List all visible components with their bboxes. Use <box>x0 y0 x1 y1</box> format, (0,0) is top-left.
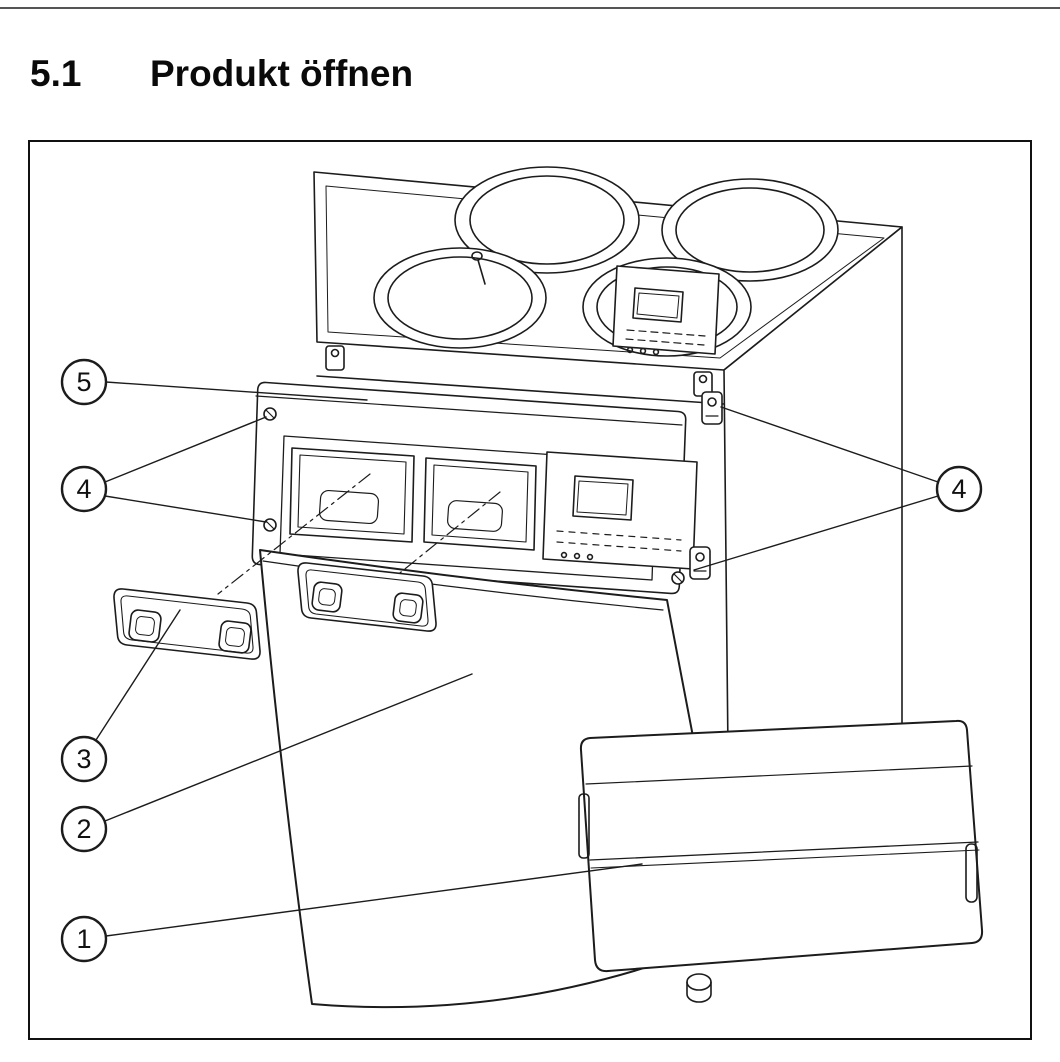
cap-handle-icon <box>392 592 424 624</box>
screw-left-bottom-icon <box>263 518 277 532</box>
section-title: Produkt öffnen <box>150 53 414 94</box>
collar-pin-icon <box>471 251 483 261</box>
callout-4-right-label: 4 <box>951 474 966 504</box>
callout-3: 3 <box>60 735 108 783</box>
hinge-bracket-right-icon <box>693 371 713 397</box>
page-top-rule <box>0 7 1060 9</box>
front-cover-detached <box>578 719 984 973</box>
figure-box: 5 4 3 2 1 <box>28 140 1032 1040</box>
callouts: 5 4 3 2 1 <box>60 358 983 963</box>
callout-3-label: 3 <box>76 744 91 774</box>
callout-4-right: 4 <box>935 465 983 513</box>
callout-5: 5 <box>60 358 108 406</box>
callout-2: 2 <box>60 805 108 853</box>
latch-bracket-right-bottom-icon <box>671 546 711 585</box>
callout-1-label: 1 <box>76 924 91 954</box>
callout-2-label: 2 <box>76 814 91 844</box>
callout-4-left-label: 4 <box>76 474 91 504</box>
foot-top-icon <box>686 973 712 991</box>
filter-cap-left <box>113 588 261 660</box>
foot-icon <box>686 981 712 1003</box>
callout-5-label: 5 <box>76 367 91 397</box>
section-heading: 5.1 Produkt öffnen <box>30 53 414 95</box>
callout-4-left: 4 <box>60 465 108 513</box>
filter-cap-right <box>297 562 437 632</box>
section-number: 5.1 <box>30 53 82 94</box>
control-panel-top <box>612 265 720 356</box>
cap-handle-icon <box>128 609 162 643</box>
callout-1: 1 <box>60 915 108 963</box>
latch-bracket-right-top-icon <box>701 391 723 425</box>
front-band <box>316 345 725 405</box>
filter-slots <box>289 447 537 551</box>
cover-handle-right-icon <box>965 843 978 903</box>
leader-lines <box>95 381 939 937</box>
screw-left-top-icon <box>263 407 277 421</box>
hinge-bracket-left-icon <box>325 345 345 371</box>
cover-tab-left-icon <box>578 793 590 859</box>
product-open-figure: 5 4 3 2 1 <box>60 166 984 1009</box>
cap-handle-icon <box>218 620 252 654</box>
control-panel-main <box>542 451 698 570</box>
cap-handle-icon <box>311 581 343 613</box>
